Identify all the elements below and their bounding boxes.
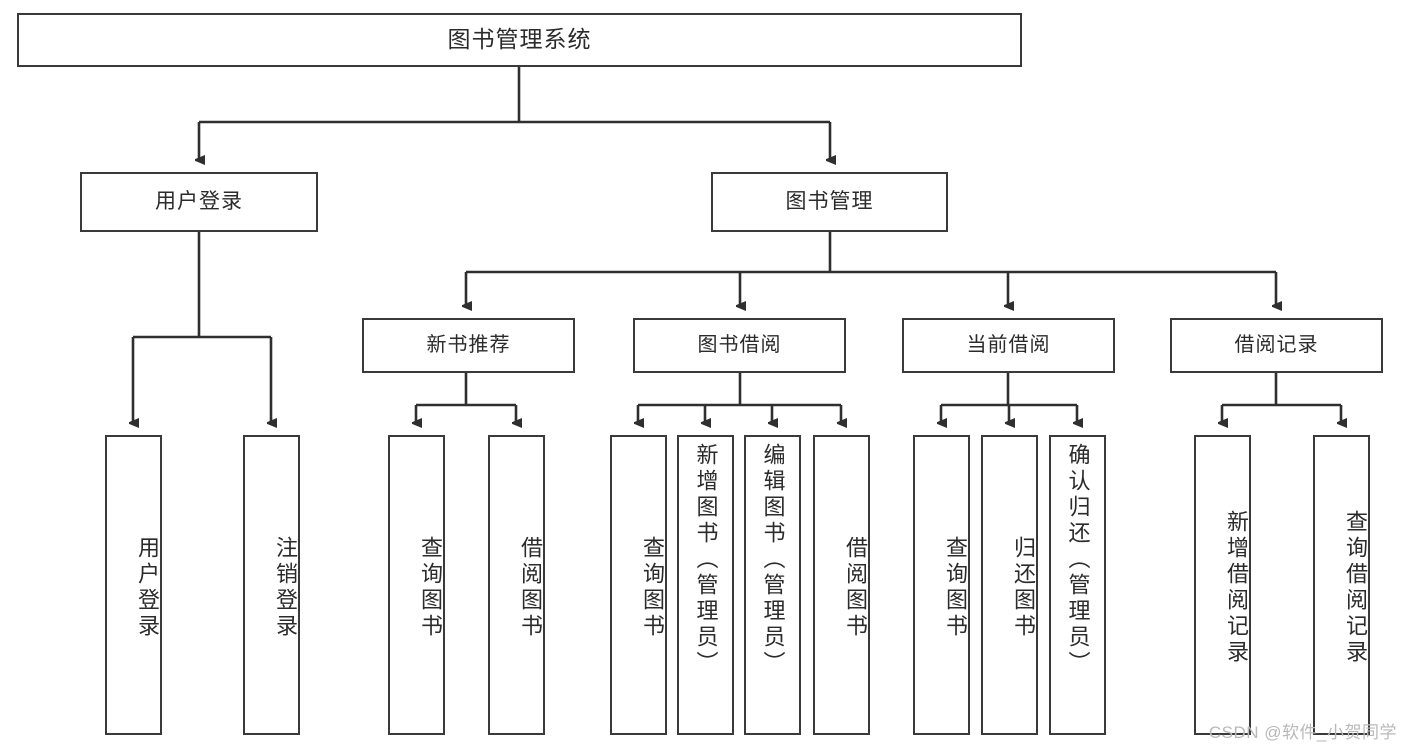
leaf-user-login-login[interactable]: 用户登录 (105, 435, 162, 735)
node-book-management-label: 图书管理 (785, 189, 874, 213)
leaf-current-borrow-confirm-return[interactable]: 确认归还（管理员） (1049, 435, 1106, 735)
leaf-book-borrow-query[interactable]: 查询图书 (610, 435, 667, 735)
leaf-label: 查询图书 (640, 536, 665, 640)
leaf-label: 注销登录 (273, 536, 298, 640)
node-borrow-record[interactable]: 借阅记录 (1170, 318, 1383, 373)
leaf-label: 新增图书（管理员） (693, 443, 719, 677)
leaf-book-borrow-add[interactable]: 新增图书（管理员） (677, 435, 734, 735)
leaf-label: 查询图书 (943, 536, 968, 640)
node-current-borrow[interactable]: 当前借阅 (902, 318, 1115, 373)
node-book-borrow-label: 图书借阅 (697, 333, 782, 356)
node-new-book-recommend-label: 新书推荐 (426, 333, 511, 356)
node-borrow-record-label: 借阅记录 (1234, 333, 1319, 356)
node-current-borrow-label: 当前借阅 (966, 333, 1051, 356)
leaf-book-borrow-borrow[interactable]: 借阅图书 (813, 435, 870, 735)
node-root[interactable]: 图书管理系统 (17, 13, 1022, 67)
leaf-book-borrow-edit[interactable]: 编辑图书（管理员） (744, 435, 801, 735)
leaf-current-borrow-return[interactable]: 归还图书 (981, 435, 1038, 735)
leaf-new-book-query[interactable]: 查询图书 (388, 435, 445, 735)
watermark: CSDN @软件_小贺同学 (1208, 723, 1397, 742)
leaf-label: 编辑图书（管理员） (760, 443, 786, 677)
leaf-current-borrow-query[interactable]: 查询图书 (913, 435, 970, 735)
leaf-label: 查询图书 (418, 536, 443, 640)
leaf-borrow-record-add[interactable]: 新增借阅记录 (1194, 435, 1251, 735)
leaf-label: 借阅图书 (518, 536, 543, 640)
leaf-label: 新增借阅记录 (1224, 510, 1249, 666)
node-user-login-label: 用户登录 (155, 189, 243, 213)
node-root-label: 图书管理系统 (447, 26, 592, 53)
leaf-borrow-record-query[interactable]: 查询借阅记录 (1313, 435, 1370, 735)
node-user-login[interactable]: 用户登录 (80, 172, 318, 232)
leaf-label: 确认归还（管理员） (1065, 443, 1091, 677)
leaf-label: 归还图书 (1011, 536, 1036, 640)
node-new-book-recommend[interactable]: 新书推荐 (362, 318, 575, 373)
leaf-label: 借阅图书 (843, 536, 868, 640)
leaf-label: 查询借阅记录 (1343, 510, 1368, 666)
node-book-borrow[interactable]: 图书借阅 (633, 318, 846, 373)
leaf-new-book-borrow[interactable]: 借阅图书 (488, 435, 545, 735)
node-book-management[interactable]: 图书管理 (711, 172, 948, 232)
leaf-label: 用户登录 (135, 536, 160, 640)
leaf-user-login-logout[interactable]: 注销登录 (243, 435, 300, 735)
